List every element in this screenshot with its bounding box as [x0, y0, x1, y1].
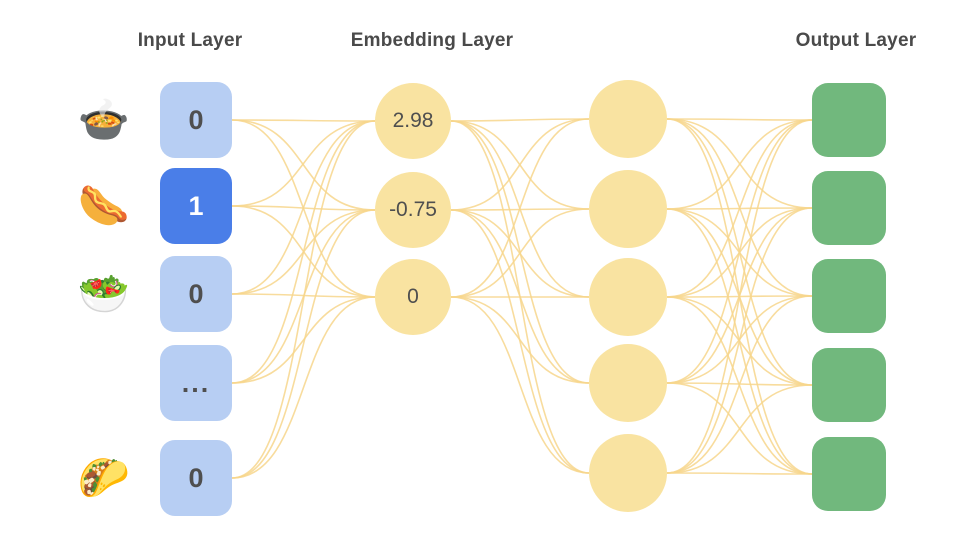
input-node-3[interactable]: 0 — [160, 256, 232, 332]
edge — [231, 293, 376, 298]
edge — [666, 208, 813, 297]
hidden-node-1[interactable] — [589, 80, 667, 158]
edge — [231, 205, 376, 298]
edge — [231, 296, 376, 384]
edge — [666, 119, 813, 384]
input-node-1[interactable]: 0 — [160, 82, 232, 158]
edge — [450, 208, 590, 211]
bowl-of-soup-icon: 🍲 — [77, 95, 131, 143]
edge — [450, 209, 590, 474]
embedding-node-2[interactable]: -0.75 — [375, 172, 451, 248]
edge — [666, 208, 813, 386]
edge — [666, 118, 813, 475]
edge — [666, 472, 813, 475]
edge — [666, 119, 813, 210]
embedding-node-3[interactable]: 0 — [375, 259, 451, 335]
edge — [666, 207, 813, 384]
edge — [231, 209, 376, 384]
edge — [450, 208, 590, 298]
edge — [450, 118, 590, 211]
edge — [450, 209, 590, 384]
edges-input-to-embedding — [231, 119, 376, 479]
edge — [666, 382, 813, 386]
layer-title-input: Input Layer — [137, 30, 243, 51]
edge — [666, 119, 813, 298]
edge — [666, 295, 813, 298]
hidden-node-5[interactable] — [589, 434, 667, 512]
edge — [231, 205, 376, 211]
edge — [450, 118, 590, 298]
layer-title-output: Output Layer — [795, 30, 917, 51]
edge — [450, 120, 590, 474]
edge — [666, 295, 813, 384]
input-node-4[interactable]: ... — [160, 345, 232, 421]
edge — [666, 207, 813, 298]
edge — [666, 296, 813, 475]
green-salad-icon: 🥗 — [77, 269, 131, 317]
layer-title-embedding: Embedding Layer — [350, 30, 514, 51]
edge — [231, 296, 376, 479]
edge — [666, 295, 813, 474]
edge — [666, 208, 813, 475]
embedding-node-1[interactable]: 2.98 — [375, 83, 451, 159]
edge — [231, 209, 376, 479]
edge — [450, 120, 590, 210]
output-node-3[interactable] — [812, 259, 886, 333]
hidden-node-4[interactable] — [589, 344, 667, 422]
edge — [666, 384, 813, 474]
hidden-node-3[interactable] — [589, 258, 667, 336]
edge — [450, 120, 590, 298]
edge — [666, 207, 813, 210]
input-node-5[interactable]: 0 — [160, 440, 232, 516]
edge — [231, 209, 376, 295]
edge — [231, 120, 376, 479]
edge — [666, 118, 813, 209]
edge — [231, 120, 376, 384]
output-node-1[interactable] — [812, 83, 886, 157]
input-node-2[interactable]: 1 — [160, 168, 232, 244]
edge — [666, 118, 813, 386]
taco-icon: 🌮 — [77, 453, 131, 501]
edge — [450, 120, 590, 384]
output-node-5[interactable] — [812, 437, 886, 511]
output-node-2[interactable] — [812, 171, 886, 245]
edge — [666, 382, 813, 475]
edge — [450, 296, 590, 384]
edge — [231, 119, 376, 211]
hot-dog-icon: 🌭 — [77, 181, 131, 229]
edge — [450, 118, 590, 122]
edge — [666, 118, 813, 297]
edge — [231, 120, 376, 207]
edge — [666, 119, 813, 474]
edge — [231, 119, 376, 298]
edge — [450, 209, 590, 298]
hidden-node-2[interactable] — [589, 170, 667, 248]
edge — [666, 207, 813, 474]
edge — [231, 120, 376, 295]
edge — [231, 119, 376, 122]
edge — [666, 296, 813, 386]
output-node-4[interactable] — [812, 348, 886, 422]
edges-embedding-to-hidden — [450, 118, 590, 474]
edge — [450, 296, 590, 474]
edges-hidden-to-output — [666, 118, 813, 475]
edge — [666, 118, 813, 121]
